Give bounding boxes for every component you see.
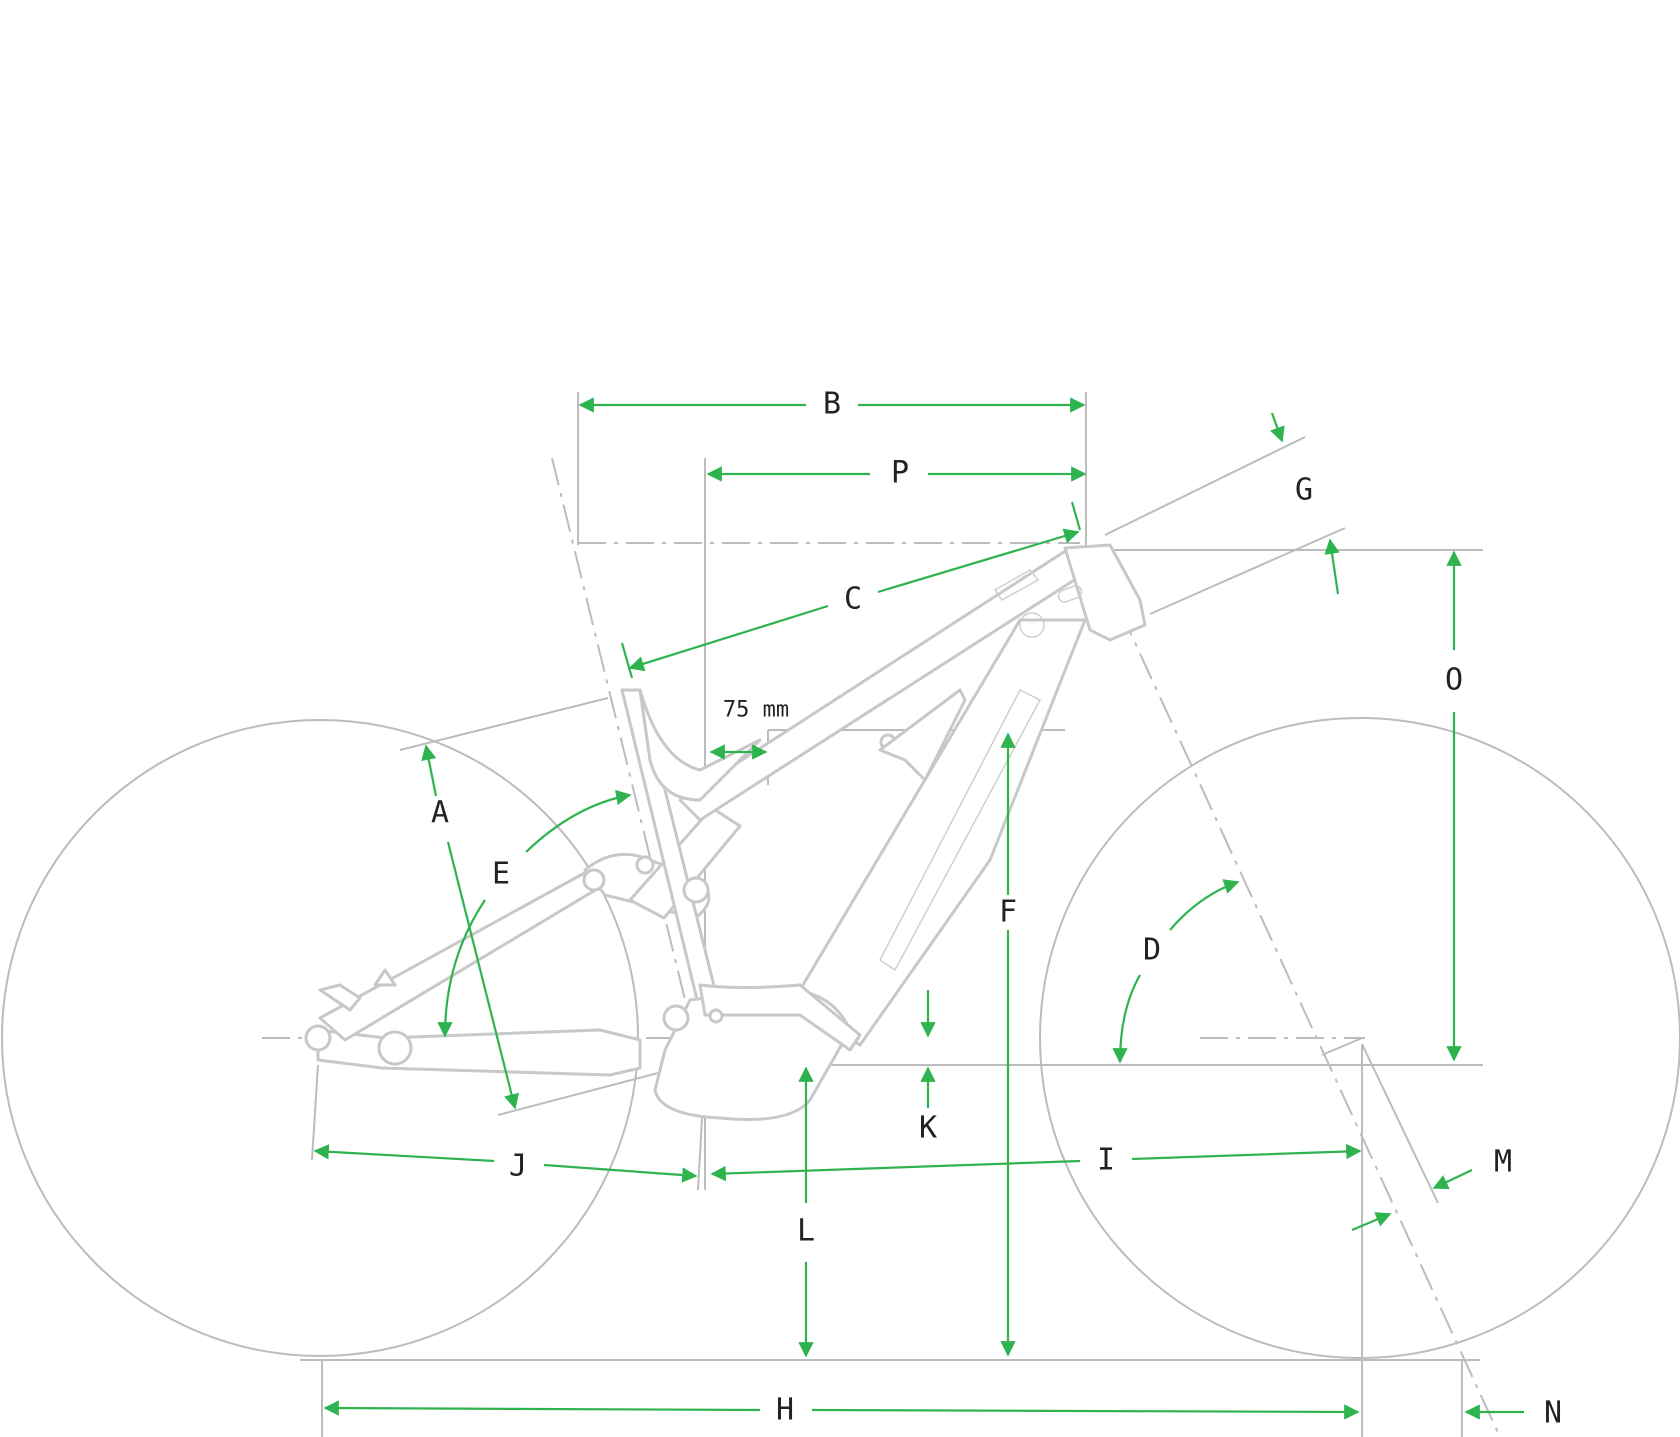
label-f: F: [999, 895, 1017, 930]
label-l: L: [797, 1214, 815, 1249]
dim-j-left: [313, 1144, 495, 1163]
dim-a-up: [421, 744, 438, 797]
dim-d-up: [1169, 879, 1240, 931]
dim-d-down: [1112, 974, 1141, 1064]
bike-frame: [304, 543, 1147, 1122]
label-h: H: [776, 1393, 794, 1428]
dim-e-down: [437, 899, 486, 1038]
label-m: M: [1494, 1145, 1512, 1180]
dim-a-down: [446, 841, 520, 1110]
label-k: K: [919, 1111, 937, 1146]
label-n: N: [1544, 1396, 1562, 1431]
dim-m: [1432, 1169, 1473, 1190]
label-o: O: [1445, 663, 1463, 698]
label-a: A: [431, 796, 449, 831]
dim-c-right: [877, 528, 1080, 594]
dim-g-bottom: [1324, 538, 1340, 595]
dim-h-left: [323, 1400, 761, 1416]
label-75mm: 75 mm: [723, 698, 789, 723]
dim-h-right: [811, 1404, 1360, 1420]
label-j: J: [509, 1149, 527, 1184]
label-d: D: [1143, 933, 1161, 968]
label-e: E: [492, 857, 510, 892]
dimension-labels: A B C D E F G H I J K L M N O P 75 mm: [431, 387, 1562, 1431]
dimension-lines: [313, 397, 1524, 1420]
label-i: I: [1097, 1143, 1115, 1178]
label-p: P: [891, 456, 909, 491]
dim-c-left: [628, 604, 829, 672]
dim-e-up: [525, 789, 632, 853]
label-b: B: [823, 387, 841, 422]
dim-i-left: [710, 1159, 1081, 1182]
dim-j-right: [543, 1163, 698, 1183]
dim-i-right: [1131, 1143, 1362, 1161]
label-c: C: [844, 582, 862, 617]
dim-g-top: [1270, 412, 1285, 443]
front-wheel: [1039, 717, 1680, 1359]
label-g: G: [1295, 473, 1313, 508]
